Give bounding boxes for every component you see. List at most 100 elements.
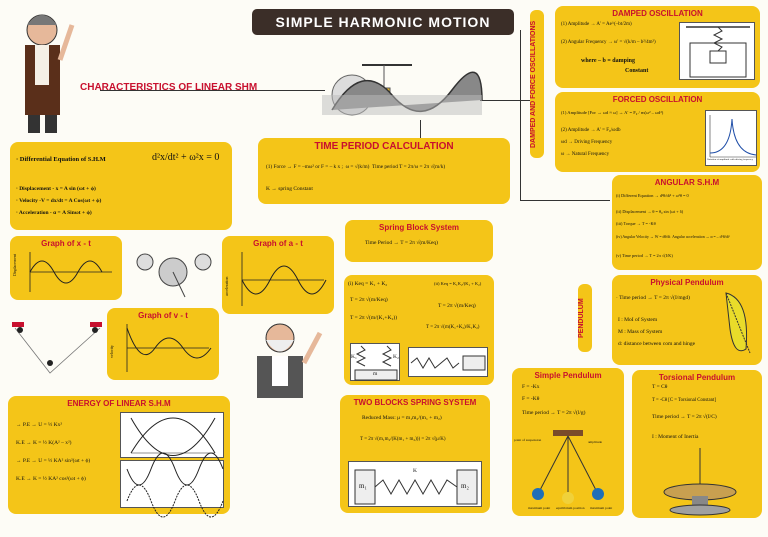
time-period-title: TIME PERIOD CALCULATION xyxy=(314,141,454,152)
two-blocks-title: TWO BLOCKS SPRING SYSTEM xyxy=(353,398,477,407)
damped-freq: (2) Angular Frequency → ω' = √(k/m – b²/… xyxy=(561,40,656,45)
acceleration-eq: · Acceleration - α = A Sinωt + ϕ) xyxy=(16,210,92,216)
simple-eq: equilibrium position xyxy=(556,506,585,510)
energy-graph-2 xyxy=(120,452,224,518)
spring-diagram-2-plot xyxy=(410,355,486,371)
diff-eq-formula: d²x/dt² + ω²x = 0 xyxy=(152,152,220,163)
pendulum-illustration xyxy=(322,64,483,116)
simple-pendulum-box: Simple Pendulum F = -Kx F = -Kθ Time per… xyxy=(512,368,624,516)
t3: T = 2π √(m/Keq) xyxy=(438,303,476,309)
damped-side-label: DAMPED AND FORCE OSCILLATIONS xyxy=(530,10,544,158)
damped-amp: (1) Amplitude → A' = Ae^(–bt/2m) xyxy=(561,22,632,27)
energy-ke2: K.E → K = ½ KA² cos²(ωt + ϕ) xyxy=(16,476,86,482)
time-period-force: (1) Force → F = –mω² or F = – k x ; ω = … xyxy=(266,164,446,170)
forced-amp: (1) Amplitude [For → ωd ≈ ω] → A' = F₀ /… xyxy=(561,110,664,115)
energy-graph-1-plot xyxy=(130,417,216,456)
angular-l5: (v) Time period → T = 2π √(I/K) xyxy=(616,253,673,258)
simple-title: Simple Pendulum xyxy=(534,371,602,380)
forced-diagram-plot xyxy=(709,115,757,158)
two-blocks-diagram-plot xyxy=(354,469,478,505)
spring-block-title: Spring Block System xyxy=(378,223,460,232)
graph-v-t-title: Graph of v - t xyxy=(138,311,188,320)
spring-diagram-1: K₁ K₂ m xyxy=(350,343,400,381)
differential-equation-box: · Differential Equation of S.H.M d²x/dt²… xyxy=(10,142,232,230)
angular-l3: (iii) Torque → T = -Kθ xyxy=(616,221,656,226)
two-blocks-diagram: m₁ m₂ K xyxy=(348,461,482,507)
damped-where: where – b = damping xyxy=(581,58,635,64)
simple-max1: maximum point xyxy=(528,506,551,510)
spring-k2: K₂ xyxy=(393,354,399,360)
connector-main-horizontal xyxy=(100,90,325,91)
running-figures-illustration xyxy=(12,322,102,374)
physical-t: · Time period → T = 2π √(I/mgd) xyxy=(616,295,690,301)
spring-block-period: Time Period → T = 2π √(m/Keq) xyxy=(365,240,438,246)
pendulum-clocks-illustration xyxy=(136,253,212,298)
angular-title: ANGULAR S.H.M xyxy=(654,178,720,187)
graph-x-t-ylabel: Displacement xyxy=(12,254,17,276)
physical-pendulum-diagram xyxy=(725,292,751,354)
graph-a-t-title: Graph of a - t xyxy=(253,239,303,248)
graph-a-t-plot xyxy=(241,252,327,306)
angular-box: ANGULAR S.H.M (i) Different Equation → d… xyxy=(612,175,762,270)
graph-x-t-box: Graph of x - t Displacement xyxy=(10,236,122,300)
pendulum-side-label: PENDULUM xyxy=(578,284,592,352)
diff-eq-label: · Differential Equation of S.H.M xyxy=(16,156,106,163)
graph-v-t-ylabel: velocity xyxy=(109,345,114,358)
graph-v-t-plot xyxy=(126,324,212,372)
tor-t: T = Cθ xyxy=(652,384,668,390)
forced-box: FORCED OSCILLATION (1) Amplitude [For → … xyxy=(555,92,760,172)
graph-v-t-box: Graph of v - t velocity xyxy=(107,308,219,380)
displacement-eq: · Displacement - x = A sin (ωt + ϕ) xyxy=(16,186,96,192)
spring-block-details-box: (i) Keq = K₁ + K₂ (ii) Keq = K₁K₂/(K₁ + … xyxy=(344,275,494,385)
energy-box: ENERGY OF LINEAR S.H.M → P.E → U = ½ Kx²… xyxy=(8,396,230,518)
scientist-illustration-center xyxy=(257,323,323,398)
spring-diagram-1-plot xyxy=(354,345,398,381)
tor-c: T = -Cθ [C = Torsional Constant] xyxy=(652,398,716,403)
spring-block-box: Spring Block System Time Period → T = 2π… xyxy=(345,220,493,262)
simple-pendulum-diagram xyxy=(532,430,604,504)
energy-graph-2-plot xyxy=(126,452,224,518)
page-title: SIMPLE HARMONIC MOTION xyxy=(252,9,514,35)
torsional-box: Torsional Pendulum T = Cθ T = -Cθ [C = T… xyxy=(632,370,762,518)
damped-title: DAMPED OSCILLATION xyxy=(612,9,703,18)
series1: (i) Keq = K₁ + K₂ xyxy=(348,281,388,287)
connector-angular xyxy=(520,200,610,201)
simple-t: Time period → T = 2π √(l/g) xyxy=(522,410,586,416)
connector-main-vertical xyxy=(420,120,421,140)
simple-fr: F = -Kθ xyxy=(522,396,540,402)
physical-title: Physical Pendulum xyxy=(650,278,724,287)
energy-pe: → P.E → U = ½ Kx² xyxy=(16,422,63,428)
tor-p: Time period → T = 2π √(I/C) xyxy=(652,414,717,420)
forced-diagram: Variation of amplitude with driving freq… xyxy=(705,110,757,166)
simple-f: F = -Kx xyxy=(522,384,540,390)
torsional-pendulum-diagram xyxy=(663,448,737,516)
velocity-eq: · Velocity -V = dx/dt = A Cos(ωt + ϕ) xyxy=(16,198,102,204)
spring-m: m xyxy=(373,371,378,377)
forced-amp2: (2) Amplitude → A' = F₀/ωdb xyxy=(561,128,621,133)
scientist-illustration-left xyxy=(25,14,75,133)
damped-constant: Constant xyxy=(625,68,649,74)
energy-title: ENERGY OF LINEAR S.H.M xyxy=(67,399,171,408)
energy-ke: K.E → K = ½ K(A² – x²) xyxy=(16,440,72,446)
spring-diagram-2 xyxy=(408,347,488,377)
two-blocks-m2: m₂ xyxy=(461,482,469,490)
graph-x-t-title: Graph of x - t xyxy=(41,239,91,248)
physical-m: M : Mass of System xyxy=(618,329,663,335)
damped-diagram xyxy=(679,22,755,80)
angular-l1: (i) Different Equation → d²θ/dt² + ω²θ =… xyxy=(616,193,689,198)
forced-wd: ωd → Driving Frequency xyxy=(561,140,613,145)
forced-caption: Variation of amplitude with driving freq… xyxy=(707,158,754,161)
time-period-box: TIME PERIOD CALCULATION (1) Force → F = … xyxy=(258,138,510,204)
two-blocks-k: K xyxy=(413,468,417,474)
damped-diagram-plot xyxy=(686,26,750,78)
physical-i: I : MoI of System xyxy=(618,317,658,323)
two-blocks-m1: m₁ xyxy=(359,482,367,490)
forced-w: ω → Natural Frequency xyxy=(561,152,610,157)
simple-max2: maximum point xyxy=(590,506,613,510)
two-blocks-box: TWO BLOCKS SPRING SYSTEM Reduced Mass: μ… xyxy=(340,395,490,513)
graph-a-t-ylabel: acceleration xyxy=(224,276,229,296)
connector-right-vertical xyxy=(520,30,521,200)
time-period-k: K → spring Constant xyxy=(266,186,313,192)
simple-suspension: point of suspension xyxy=(514,438,542,442)
tor-i: I : Moment of Inertia xyxy=(652,434,699,440)
